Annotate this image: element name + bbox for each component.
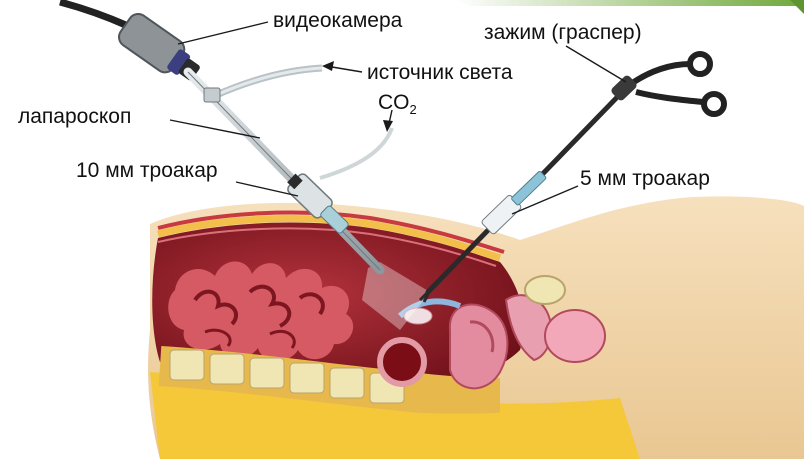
leader-videocamera xyxy=(178,22,268,44)
co2-subscript: 2 xyxy=(410,102,417,117)
label-laparoscope: лапароскоп xyxy=(18,106,131,127)
label-trocar-5mm: 5 мм троакар xyxy=(580,168,710,189)
label-grasper: зажим (граспер) xyxy=(484,22,642,43)
rectum xyxy=(380,340,424,384)
leader-grasper xyxy=(566,46,626,82)
label-co2: CO2 xyxy=(378,92,417,116)
label-trocar-10mm: 10 мм троакар xyxy=(76,160,218,181)
label-videocamera: видеокамера xyxy=(273,10,402,31)
label-light-source: источник света xyxy=(367,62,513,83)
corner-accent xyxy=(455,0,804,14)
co2-tube xyxy=(320,128,392,178)
co2-text: CO xyxy=(378,91,410,114)
light-cable xyxy=(214,68,322,96)
